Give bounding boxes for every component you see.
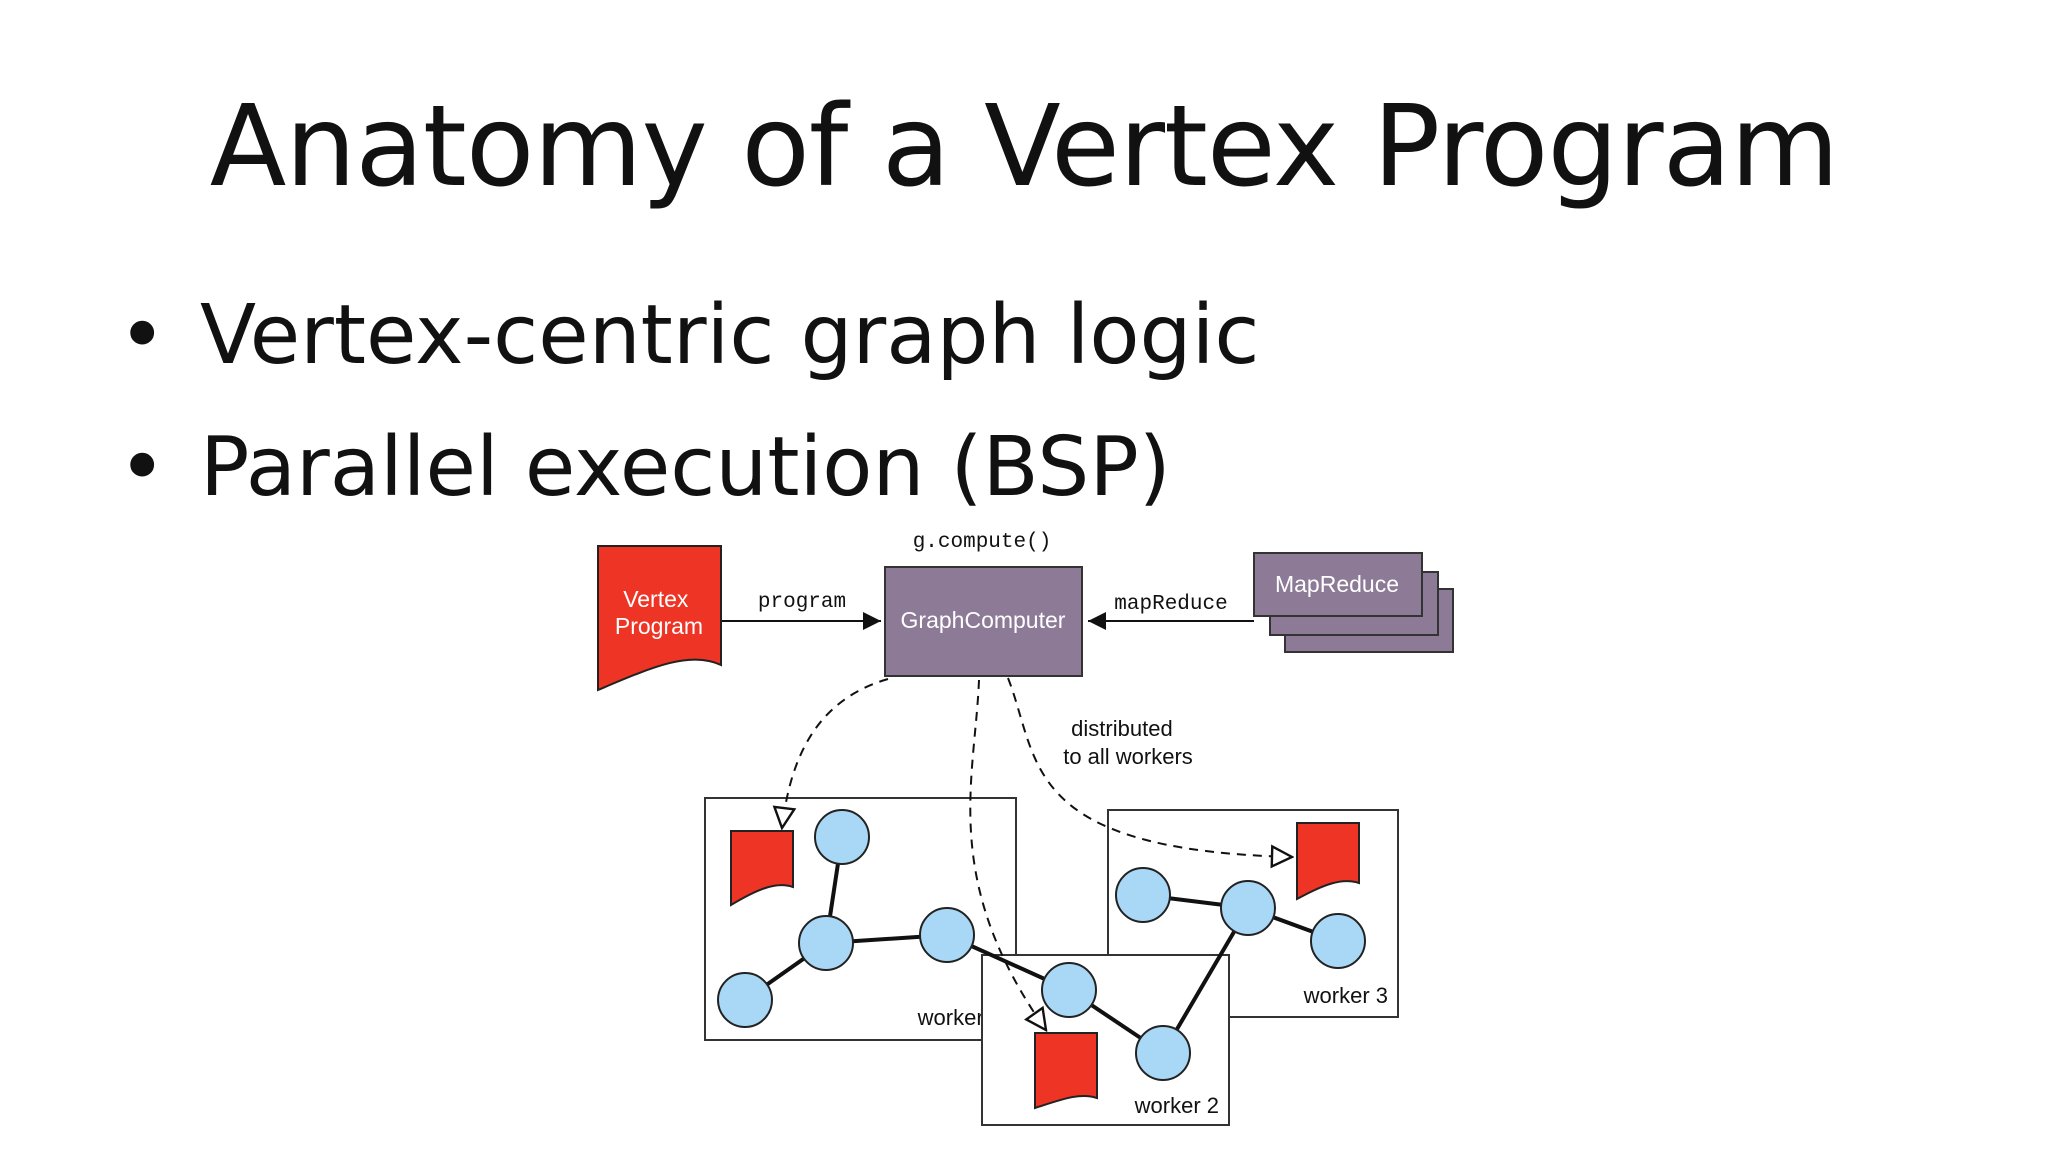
- graph-vertex: [1220, 880, 1276, 936]
- worker-1-program-icon: [730, 830, 794, 907]
- bullet-dot-icon: •: [118, 288, 167, 383]
- graph-vertices: [717, 809, 1366, 1081]
- program-edge-label: program: [758, 591, 846, 614]
- distribute-arrow-worker-2: [969, 679, 1046, 1030]
- distribute-arrow-worker-1: [782, 678, 889, 828]
- graph-vertex: [1310, 913, 1366, 969]
- distributed-line-2: to all workers: [1063, 744, 1193, 769]
- distribute-arrow-worker-3: [1007, 677, 1292, 857]
- worker-2-panel: worker 2: [981, 954, 1230, 1126]
- distributed-line-1: distributed: [1071, 716, 1173, 741]
- map-reduce-label: MapReduce: [1275, 571, 1399, 597]
- graph-vertex: [814, 809, 870, 865]
- graph-vertex: [798, 915, 854, 971]
- bullet-text: Vertex-centric graph logic: [200, 288, 1260, 383]
- bullet-text: Parallel execution (BSP): [200, 420, 1171, 515]
- graph-vertex: [919, 907, 975, 963]
- vertex-program-doc-icon: [597, 545, 722, 692]
- map-reduce-stack: MapReduce: [1253, 552, 1454, 653]
- g-compute-label: g.compute(): [913, 531, 1052, 554]
- graph-computer-box: [884, 566, 1083, 677]
- graph-edge: [1161, 906, 1250, 1055]
- graph-vertex: [1115, 867, 1171, 923]
- bullet-dot-icon: •: [118, 420, 167, 515]
- vertex-program-label: Vertex Program: [615, 586, 703, 639]
- vertex-program-document: Vertex Program: [597, 545, 722, 692]
- map-reduce-card-front: [1253, 552, 1423, 617]
- vertex-program-line-1: Vertex: [623, 586, 689, 612]
- worker-3-program-icon: [1296, 822, 1360, 901]
- slide-title: Anatomy of a Vertex Program: [209, 82, 1840, 212]
- worker-2-label: worker 2: [1134, 1093, 1219, 1118]
- bullet-item: • Vertex-centric graph logic: [118, 288, 1259, 383]
- graph-vertex: [717, 972, 773, 1028]
- map-reduce-edge-label: mapReduce: [1114, 593, 1227, 616]
- worker-3-label: worker 3: [1303, 983, 1388, 1008]
- distributed-label: distributed to all workers: [1063, 716, 1193, 769]
- graph-computer-label: GraphComputer: [901, 607, 1066, 633]
- bullet-item: • Parallel execution (BSP): [118, 420, 1171, 515]
- worker-2-box: [981, 954, 1230, 1126]
- graph-vertex: [1041, 962, 1097, 1018]
- graph-vertex: [1135, 1025, 1191, 1081]
- vertex-program-line-2: Program: [615, 613, 703, 639]
- worker-2-program-icon: [1034, 1032, 1098, 1110]
